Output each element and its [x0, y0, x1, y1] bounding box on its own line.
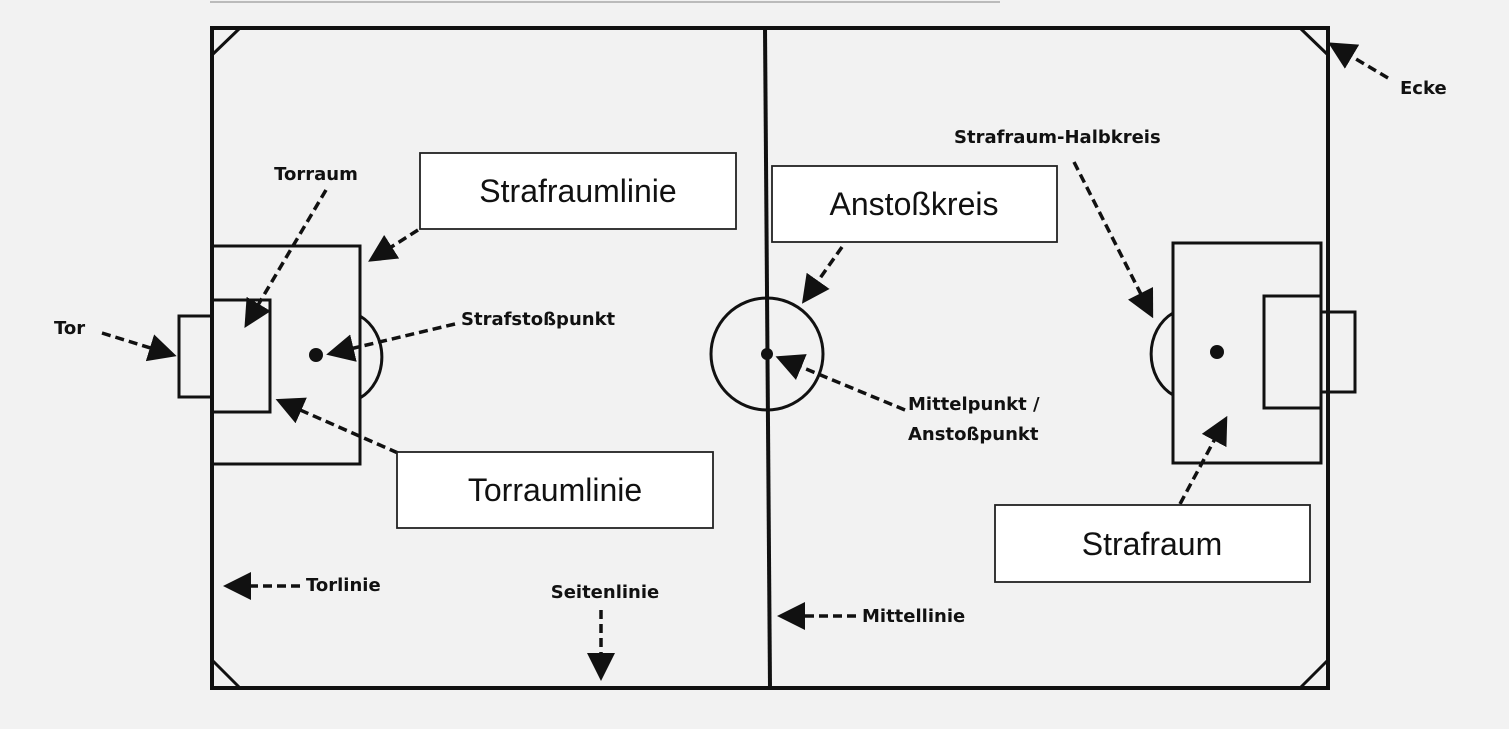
- pitch: [177, 26, 1357, 690]
- goal-right: [1319, 310, 1357, 394]
- mittellinie-label: Mittellinie: [862, 606, 965, 627]
- penalty-area-left: [210, 244, 362, 466]
- torraumlinie-box: [396, 451, 714, 529]
- torraumlinie-label: Torraumlinie: [468, 472, 642, 508]
- strafraumlinie-box: [419, 152, 737, 230]
- penalty-arc-left: [359, 314, 384, 400]
- anstosskreis-label: Anstoßkreis: [830, 186, 999, 222]
- corner-arc-bottom-right: [1298, 658, 1330, 690]
- anstosskreis-box: [771, 165, 1058, 243]
- arrows: [101, 42, 1389, 681]
- penalty-area-right: [1171, 241, 1323, 465]
- center-spot: [761, 348, 773, 360]
- arrow-strafraum-halbkreis: [1072, 161, 1154, 319]
- penalty-arc-right: [1149, 311, 1174, 397]
- arrow-anstosskreis: [801, 245, 844, 304]
- mittelpunkt-label-line2: Anstoßpunkt: [908, 424, 1039, 445]
- ecke-label: Ecke: [1400, 78, 1447, 99]
- arrow-mittelpunkt: [775, 354, 906, 412]
- arrow-strafstosspunkt: [326, 322, 456, 362]
- boxed-labels: Strafraumlinie Anstoßkreis Torraumlinie …: [396, 152, 1311, 583]
- mittelpunkt-label-line1: Mittelpunkt /: [908, 394, 1040, 415]
- arrow-torraumlinie: [275, 397, 399, 455]
- goal-left: [177, 314, 214, 399]
- arrow-strafraum: [1178, 415, 1228, 505]
- torraum-label: Torraum: [274, 164, 358, 185]
- seitenlinie-label: Seitenlinie: [551, 582, 660, 603]
- corner-arc-bottom-left: [210, 658, 242, 690]
- penalty-spot-left: [309, 348, 323, 362]
- arrow-torraum: [244, 189, 328, 329]
- torlinie-label: Torlinie: [306, 575, 381, 596]
- center-circle: [709, 296, 825, 412]
- goal-area-left: [210, 298, 272, 414]
- small-labels: Torraum Tor Strafstoßpunkt Strafraum-Hal…: [54, 78, 1447, 627]
- penalty-spot-right: [1210, 345, 1224, 359]
- strafraum-label: Strafraum: [1082, 526, 1222, 562]
- strafraum-box: [994, 504, 1311, 583]
- arrow-strafraumlinie: [368, 228, 419, 262]
- tor-label: Tor: [54, 318, 85, 339]
- corner-arc-top-right: [1298, 26, 1330, 57]
- strafraum-halbkreis-label: Strafraum-Halbkreis: [954, 127, 1161, 148]
- arrow-ecke: [1327, 42, 1389, 80]
- strafraumlinie-label: Strafraumlinie: [479, 173, 676, 209]
- strafstosspunkt-label: Strafstoßpunkt: [461, 309, 616, 330]
- arrow-tor: [101, 331, 177, 362]
- corner-arc-top-left: [210, 26, 242, 57]
- goal-area-right: [1262, 294, 1323, 410]
